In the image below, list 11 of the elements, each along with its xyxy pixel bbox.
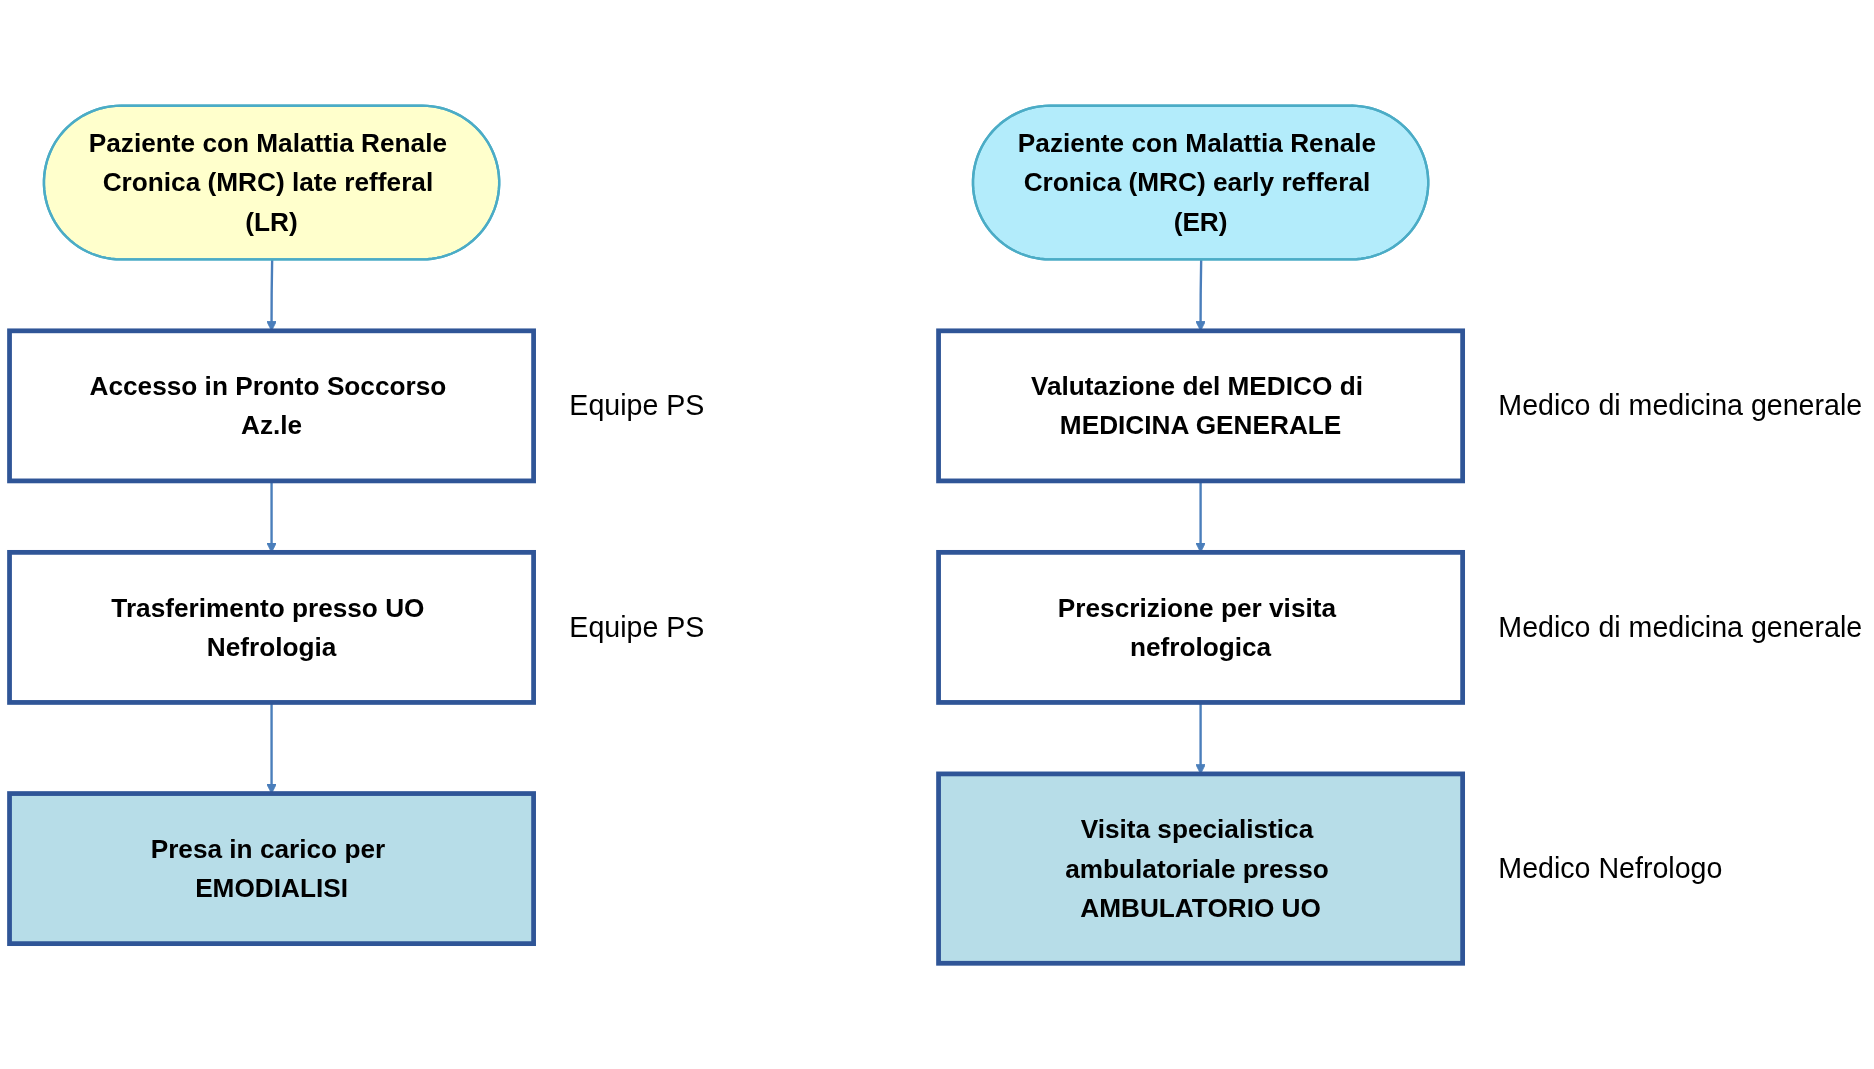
node-box bbox=[936, 328, 1465, 484]
role-label: Equipe PS bbox=[569, 389, 705, 422]
node-box bbox=[7, 328, 536, 484]
role-label: Medico Nefrologo bbox=[1498, 852, 1723, 885]
node-box bbox=[936, 550, 1465, 705]
node-box bbox=[7, 550, 536, 705]
node-box bbox=[936, 771, 1465, 966]
role-label: Medico di medicina generale bbox=[1498, 610, 1863, 643]
role-label: Medico di medicina generale bbox=[1498, 389, 1863, 422]
node-box bbox=[7, 791, 536, 946]
role-label: Equipe PS bbox=[569, 610, 705, 643]
